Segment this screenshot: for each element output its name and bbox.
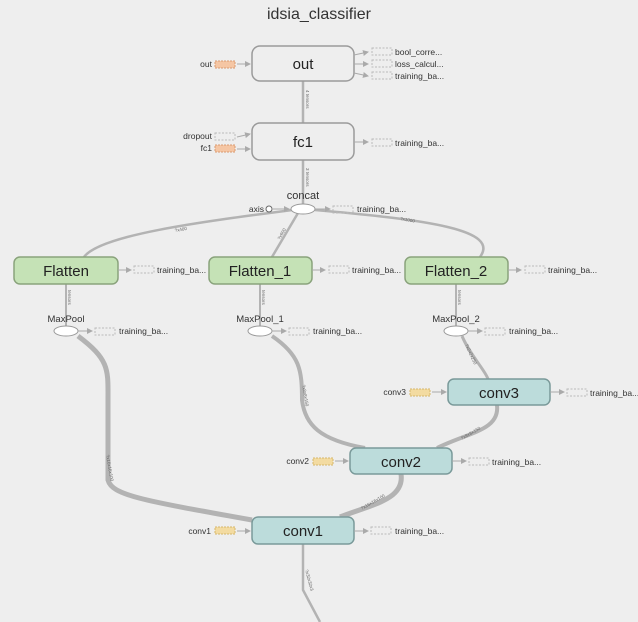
svg-text:tensors: tensors bbox=[67, 290, 72, 306]
maxpool-output[interactable]: training_ba... bbox=[78, 326, 168, 336]
svg-text:training_ba...: training_ba... bbox=[492, 457, 541, 467]
svg-text:bool_corre...: bool_corre... bbox=[395, 47, 442, 57]
input-fc1-var[interactable]: fc1 bbox=[201, 143, 251, 153]
svg-text:training_ba...: training_ba... bbox=[119, 326, 168, 336]
svg-text:conv1: conv1 bbox=[188, 526, 211, 536]
svg-text:conv2: conv2 bbox=[286, 456, 309, 466]
svg-text:conv1: conv1 bbox=[283, 523, 323, 540]
svg-text:tensors: tensors bbox=[261, 290, 266, 306]
svg-text:?x16x16x100: ?x16x16x100 bbox=[105, 454, 115, 482]
edge-flatten1-concat bbox=[270, 212, 300, 258]
svg-text:concat: concat bbox=[287, 190, 319, 202]
edge-conv3-maxpool2 bbox=[460, 335, 490, 380]
svg-text:training_ba...: training_ba... bbox=[352, 265, 401, 275]
input-conv2-var[interactable]: conv2 bbox=[286, 456, 349, 466]
node-out[interactable]: out bbox=[251, 45, 355, 82]
svg-text:?x8x8x150: ?x8x8x150 bbox=[301, 384, 310, 407]
svg-text:4 tensors: 4 tensors bbox=[305, 90, 310, 109]
input-conv3-var[interactable]: conv3 bbox=[383, 387, 447, 397]
edge-flatten-concat bbox=[82, 208, 293, 258]
svg-text:Flatten: Flatten bbox=[43, 263, 89, 280]
svg-text:out: out bbox=[200, 59, 212, 69]
svg-text:training_ba...: training_ba... bbox=[313, 326, 362, 336]
input-dropout[interactable]: dropout bbox=[183, 131, 251, 141]
node-maxpool-1[interactable]: MaxPool_1 bbox=[236, 314, 284, 337]
svg-text:loss_calcul...: loss_calcul... bbox=[395, 59, 444, 69]
node-fc1[interactable]: fc1 bbox=[251, 122, 355, 161]
svg-text:training_ba...: training_ba... bbox=[548, 265, 597, 275]
node-flatten[interactable]: Flatten bbox=[13, 256, 119, 285]
fc1-output[interactable]: training_ba... bbox=[354, 138, 444, 148]
svg-text:?x1000: ?x1000 bbox=[400, 216, 416, 224]
concat-output[interactable]: training_ba... bbox=[315, 204, 406, 214]
svg-text:training_ba...: training_ba... bbox=[157, 265, 206, 275]
flatten-output[interactable]: training_ba... bbox=[118, 265, 206, 275]
node-conv1[interactable]: conv1 bbox=[251, 516, 355, 545]
svg-text:MaxPool_2: MaxPool_2 bbox=[432, 314, 480, 325]
svg-text:fc1: fc1 bbox=[201, 143, 213, 153]
out-outputs[interactable]: bool_corre... loss_calcul... training_ba… bbox=[353, 47, 444, 81]
svg-text:training_ba...: training_ba... bbox=[357, 204, 406, 214]
svg-text:out: out bbox=[293, 56, 315, 73]
svg-text:?x600: ?x600 bbox=[277, 227, 288, 241]
flatten-1-output[interactable]: training_ba... bbox=[312, 265, 401, 275]
input-conv1-var[interactable]: conv1 bbox=[188, 526, 251, 536]
svg-text:?x8x8x150: ?x8x8x150 bbox=[460, 425, 482, 440]
node-conv3[interactable]: conv3 bbox=[447, 378, 551, 406]
edge-conv1-maxpool bbox=[76, 334, 253, 523]
svg-text:Flatten_2: Flatten_2 bbox=[425, 263, 488, 280]
svg-text:3 tensors: 3 tensors bbox=[305, 168, 310, 187]
node-conv2[interactable]: conv2 bbox=[349, 447, 453, 475]
conv1-output[interactable]: training_ba... bbox=[354, 526, 444, 536]
edge-conv2-conv3 bbox=[436, 404, 500, 450]
edge-input-conv1 bbox=[301, 544, 322, 622]
maxpool-1-output[interactable]: training_ba... bbox=[272, 326, 362, 336]
edges bbox=[65, 81, 500, 622]
conv3-output[interactable]: training_ba... bbox=[550, 388, 638, 398]
svg-text:training_ba...: training_ba... bbox=[395, 526, 444, 536]
svg-text:training_ba...: training_ba... bbox=[590, 388, 638, 398]
svg-text:conv2: conv2 bbox=[381, 454, 421, 471]
node-concat[interactable]: concat bbox=[287, 190, 319, 215]
svg-text:Flatten_1: Flatten_1 bbox=[229, 263, 292, 280]
node-flatten-2[interactable]: Flatten_2 bbox=[404, 256, 509, 285]
graph-title: idsia_classifier bbox=[267, 6, 372, 23]
svg-text:tensors: tensors bbox=[457, 290, 462, 306]
edge-flatten2-concat bbox=[314, 208, 485, 258]
node-flatten-1[interactable]: Flatten_1 bbox=[208, 256, 313, 285]
svg-text:?x2x2x250: ?x2x2x250 bbox=[464, 343, 478, 365]
svg-text:training_ba...: training_ba... bbox=[509, 326, 558, 336]
svg-text:MaxPool: MaxPool bbox=[48, 314, 85, 325]
node-axis[interactable]: axis bbox=[249, 204, 290, 214]
svg-text:axis: axis bbox=[249, 204, 264, 214]
svg-text:MaxPool_1: MaxPool_1 bbox=[236, 314, 284, 325]
svg-text:conv3: conv3 bbox=[479, 385, 519, 402]
svg-text:training_ba...: training_ba... bbox=[395, 71, 444, 81]
input-out-var[interactable]: out bbox=[200, 59, 251, 69]
maxpool-2-output[interactable]: training_ba... bbox=[468, 326, 558, 336]
edge-conv2-maxpool1 bbox=[270, 334, 366, 450]
svg-text:dropout: dropout bbox=[183, 131, 212, 141]
svg-text:?x32x32x3: ?x32x32x3 bbox=[304, 569, 315, 592]
conv2-output[interactable]: training_ba... bbox=[452, 457, 541, 467]
svg-text:training_ba...: training_ba... bbox=[395, 138, 444, 148]
svg-text:fc1: fc1 bbox=[293, 134, 313, 151]
flatten-2-output[interactable]: training_ba... bbox=[508, 265, 597, 275]
svg-text:?x400: ?x400 bbox=[174, 226, 187, 233]
svg-text:conv3: conv3 bbox=[383, 387, 406, 397]
edge-conv1-conv2 bbox=[339, 473, 404, 520]
